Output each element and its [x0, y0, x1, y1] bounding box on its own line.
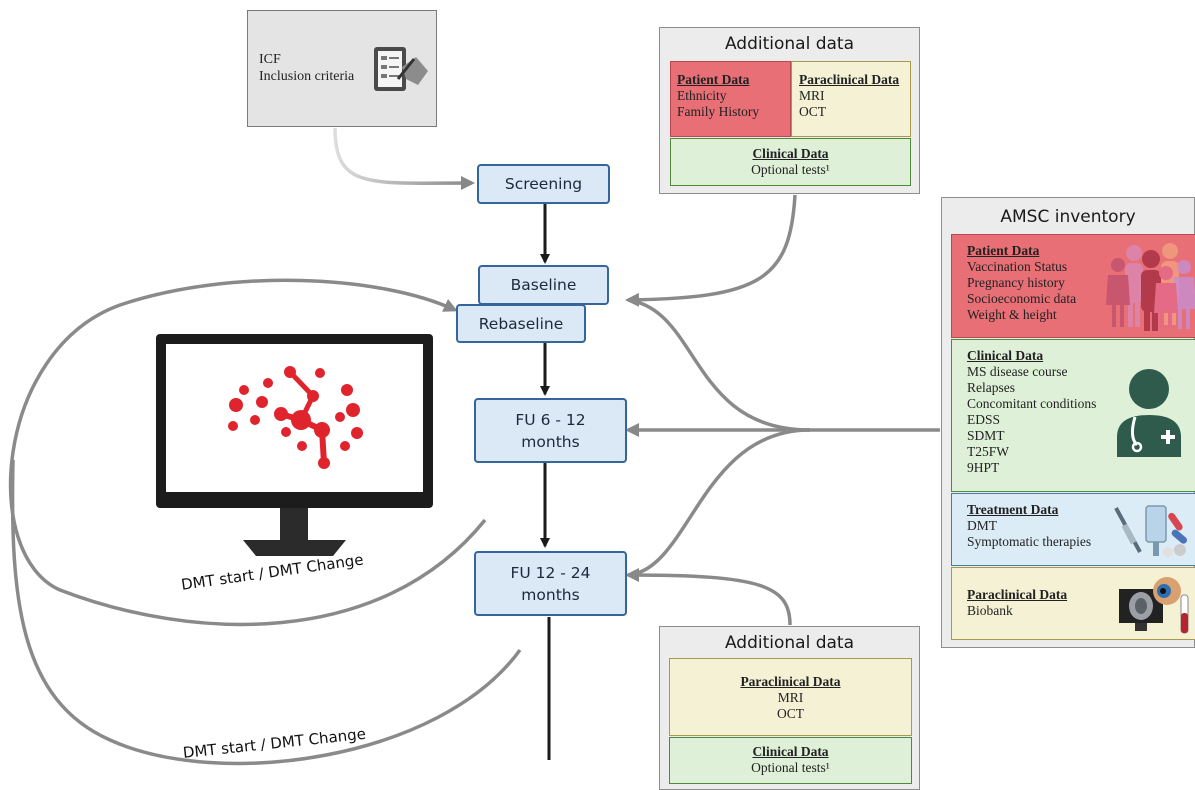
paraclinical-data-heading: Paraclinical Data [799, 72, 900, 87]
patient-item: Family History [677, 104, 760, 119]
inventory-patient-item: Weight & height [967, 307, 1057, 322]
step-rebaseline-label: Rebaseline [478, 314, 564, 333]
step-baseline[interactable]: Baseline [478, 265, 609, 305]
paraclinical-data-heading: Paraclinical Data [740, 674, 841, 689]
additional-top-paraclinical-cell: Paraclinical Data MRI OCT [791, 61, 911, 137]
screening-criteria-card: ICF Inclusion criteria [247, 10, 437, 127]
additional-bottom-paraclinical-cell: Paraclinical Data MRI OCT [669, 658, 912, 736]
clinical-data-heading: Clinical Data [752, 146, 829, 161]
patient-item: Ethnicity [677, 88, 727, 103]
additional-data-bottom-panel: Additional data Paraclinical Data MRI OC… [659, 626, 920, 790]
inventory-paraclinical-item: Biobank [967, 603, 1013, 618]
step-fu-12-24-line2: months [521, 585, 580, 604]
inventory-clinical-section: Clinical Data MS disease course Relapses… [951, 339, 1195, 492]
clinical-data-heading: Clinical Data [752, 744, 829, 759]
inclusion-criteria-label: Inclusion criteria [259, 69, 355, 84]
inventory-clinical-item: Relapses [967, 380, 1015, 395]
inventory-patient-section: Patient Data Vaccination Status Pregnanc… [951, 234, 1195, 338]
dmt-loop-upper [8, 278, 487, 627]
inventory-clinical-item: EDSS [967, 412, 1001, 427]
inventory-patient-item: Vaccination Status [967, 259, 1068, 274]
additional-top-patient-cell: Patient Data Ethnicity Family History [670, 61, 791, 137]
inventory-clinical-item: Concomitant conditions [967, 396, 1097, 411]
step-screening-label: Screening [504, 175, 583, 193]
step-screening[interactable]: Screening [477, 164, 610, 204]
patient-data-heading: Patient Data [677, 72, 750, 87]
inventory-to-baseline [627, 298, 940, 432]
additional-data-top-title: Additional data [724, 34, 855, 54]
paraclinical-item: OCT [777, 706, 804, 721]
additional-bottom-to-fu2 [625, 568, 792, 626]
inventory-treatment-item: DMT [967, 518, 997, 533]
inventory-clinical-item: MS disease course [967, 364, 1068, 379]
doctor-icon [1117, 369, 1181, 457]
inventory-paraclinical-section: Paraclinical Data Biobank [951, 567, 1195, 640]
clinical-item: Optional tests¹ [751, 760, 830, 775]
clinical-item: Optional tests¹ [751, 162, 830, 177]
inventory-paraclinical-heading: Paraclinical Data [967, 587, 1068, 602]
inventory-patient-heading: Patient Data [967, 243, 1040, 258]
inventory-treatment-heading: Treatment Data [967, 502, 1059, 517]
people-group-icon [1106, 243, 1195, 331]
icf-label: ICF [259, 52, 281, 67]
inventory-clinical-item: SDMT [967, 428, 1005, 443]
step-baseline-label: Baseline [510, 276, 577, 294]
additional-data-top-panel: Additional data Patient Data Ethnicity F… [659, 27, 920, 194]
inventory-treatment-section: Treatment Data DMT Symptomatic therapies [951, 493, 1195, 566]
inventory-patient-item: Pregnancy history [967, 275, 1065, 290]
step-rebaseline[interactable]: Rebaseline [456, 304, 586, 343]
inventory-to-fu2 [627, 428, 811, 577]
step-fu-12-24[interactable]: FU 12 - 24 months [474, 551, 627, 616]
additional-top-to-baseline [625, 194, 797, 307]
inventory-clinical-item: T25FW [967, 444, 1009, 459]
additional-bottom-clinical-cell: Clinical Data Optional tests¹ [669, 737, 912, 784]
step-fu-12-24-line1: FU 12 - 24 [510, 563, 591, 582]
medication-icon [1114, 505, 1188, 557]
inventory-patient-item: Socioeconomic data [967, 291, 1077, 306]
screening-criteria-text: ICF Inclusion criteria [259, 51, 354, 85]
icf-to-screening-arrow [333, 127, 475, 191]
paraclinical-item: OCT [799, 104, 826, 119]
dmt-loop-lower [10, 459, 522, 766]
brain-network-logo [228, 366, 363, 469]
additional-data-bottom-title: Additional data [724, 633, 855, 653]
clipboard-signing-icon [374, 47, 428, 91]
paraclinical-item: MRI [777, 690, 804, 705]
inventory-clinical-heading: Clinical Data [967, 348, 1044, 363]
step-fu-6-12[interactable]: FU 6 - 12 months [474, 398, 627, 463]
paraclinical-item: MRI [799, 88, 825, 103]
eye-mri-icon [1119, 577, 1189, 634]
additional-top-clinical-cell: Clinical Data Optional tests¹ [670, 138, 911, 186]
step-fu-6-12-line2: months [521, 432, 580, 451]
step-fu-6-12-line1: FU 6 - 12 [515, 410, 586, 429]
amsc-inventory-panel: AMSC inventory Patient Data Vaccination … [941, 197, 1195, 648]
inventory-treatment-item: Symptomatic therapies [967, 534, 1092, 549]
amsc-inventory-title: AMSC inventory [1000, 207, 1136, 227]
inventory-clinical-item: 9HPT [967, 460, 1000, 475]
monitor-icon [156, 334, 433, 556]
